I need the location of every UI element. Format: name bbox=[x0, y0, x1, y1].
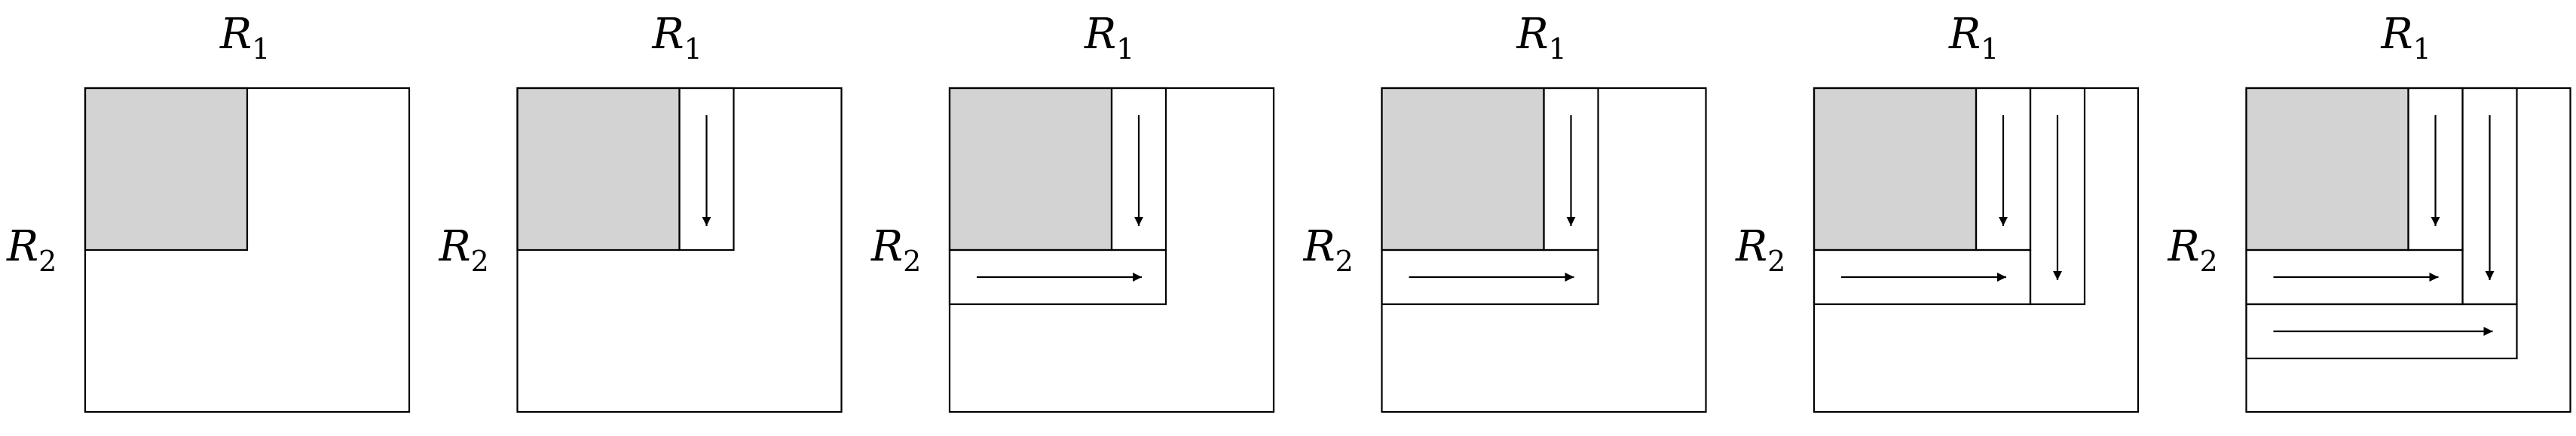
top-label-5: R1 bbox=[1948, 10, 1999, 66]
top-label-2: R1 bbox=[652, 10, 702, 66]
outer-square-2 bbox=[516, 87, 843, 413]
shaded-region-5 bbox=[1813, 87, 1978, 252]
left-label-1: R2 bbox=[6, 222, 57, 278]
left-label-6: R2 bbox=[2168, 222, 2218, 278]
top-label-3: R1 bbox=[1084, 10, 1134, 66]
outer-square-3 bbox=[948, 87, 1275, 413]
left-label-3: R2 bbox=[870, 222, 921, 278]
shaded-region-1 bbox=[84, 87, 249, 252]
outer-square-1 bbox=[84, 87, 411, 413]
outer-square-4 bbox=[1381, 87, 1707, 413]
left-label-4: R2 bbox=[1303, 222, 1354, 278]
left-label-5: R2 bbox=[1735, 222, 1785, 278]
shaded-region-2 bbox=[516, 87, 681, 252]
top-label-4: R1 bbox=[1516, 10, 1567, 66]
outer-square-5 bbox=[1813, 87, 2140, 413]
top-label-1: R1 bbox=[219, 10, 270, 66]
shaded-region-4 bbox=[1381, 87, 1545, 252]
shaded-region-6 bbox=[2245, 87, 2409, 252]
top-label-6: R1 bbox=[2381, 10, 2431, 66]
left-label-2: R2 bbox=[439, 222, 489, 278]
shaded-region-3 bbox=[948, 87, 1113, 252]
outer-square-6 bbox=[2245, 87, 2571, 413]
